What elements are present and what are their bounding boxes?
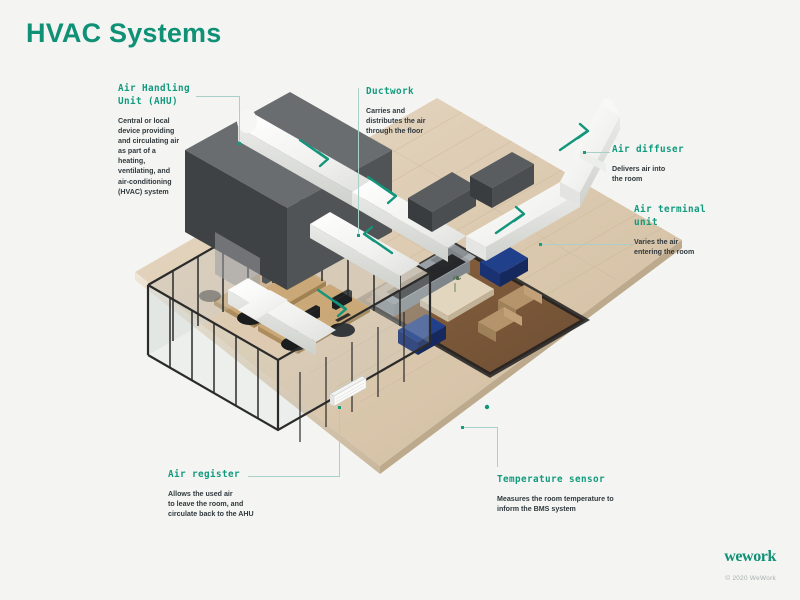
callout-heading: Air Handling Unit (AHU)	[118, 83, 190, 107]
callout-body: Measures the room temperature to inform …	[497, 495, 614, 514]
callout-ductwork: Ductwork Carries and distributes the air…	[366, 85, 466, 136]
callout-heading: Ductwork	[366, 86, 414, 97]
leader-dot-diffuser	[583, 151, 586, 154]
callout-heading: Air terminal unit	[634, 204, 706, 228]
copyright-text: © 2020 WeWork	[725, 575, 776, 582]
callout-heading: Air register	[168, 469, 240, 480]
callout-air-diffuser: Air diffuser Delivers air into the room	[612, 143, 722, 184]
callout-temperature-sensor: Temperature sensor Measures the room tem…	[497, 473, 657, 514]
leader-dot-register	[338, 406, 341, 409]
callout-air-handling-unit: Air Handling Unit (AHU) Central or local…	[118, 82, 204, 197]
callout-body: Delivers air into the room	[612, 165, 666, 184]
airflow-arrows	[298, 122, 590, 318]
leader-dot-temperature	[461, 426, 464, 429]
air-register-vent	[329, 375, 367, 407]
callout-body: Allows the used air to leave the room, a…	[168, 490, 254, 519]
page-title: HVAC Systems	[26, 18, 222, 48]
duct-segment-branch-3	[238, 290, 288, 320]
callout-heading: Air diffuser	[612, 144, 684, 155]
leader-dot-ductwork	[357, 234, 360, 237]
wework-logo: wework	[724, 548, 776, 565]
callout-heading: Temperature sensor	[497, 474, 605, 485]
duct-segment-branch	[310, 212, 420, 290]
leader-dot-atu	[539, 243, 542, 246]
callout-body: Central or local device providing and ci…	[118, 117, 180, 196]
callout-body: Varies the air entering the room	[634, 238, 695, 257]
air-diffuser-body	[560, 98, 620, 207]
temperature-sensor-marker	[484, 404, 490, 410]
leader-dot-ahu	[238, 142, 241, 145]
svg-text:❧: ❧	[452, 271, 462, 285]
air-terminal-unit-body	[408, 172, 476, 232]
air-terminal-unit-body-2	[470, 152, 534, 208]
callout-air-register: Air register Allows the used air to leav…	[168, 468, 298, 519]
callout-air-terminal-unit: Air terminal unit Varies the air enterin…	[634, 203, 724, 257]
callout-body: Carries and distributes the air through …	[366, 107, 426, 136]
